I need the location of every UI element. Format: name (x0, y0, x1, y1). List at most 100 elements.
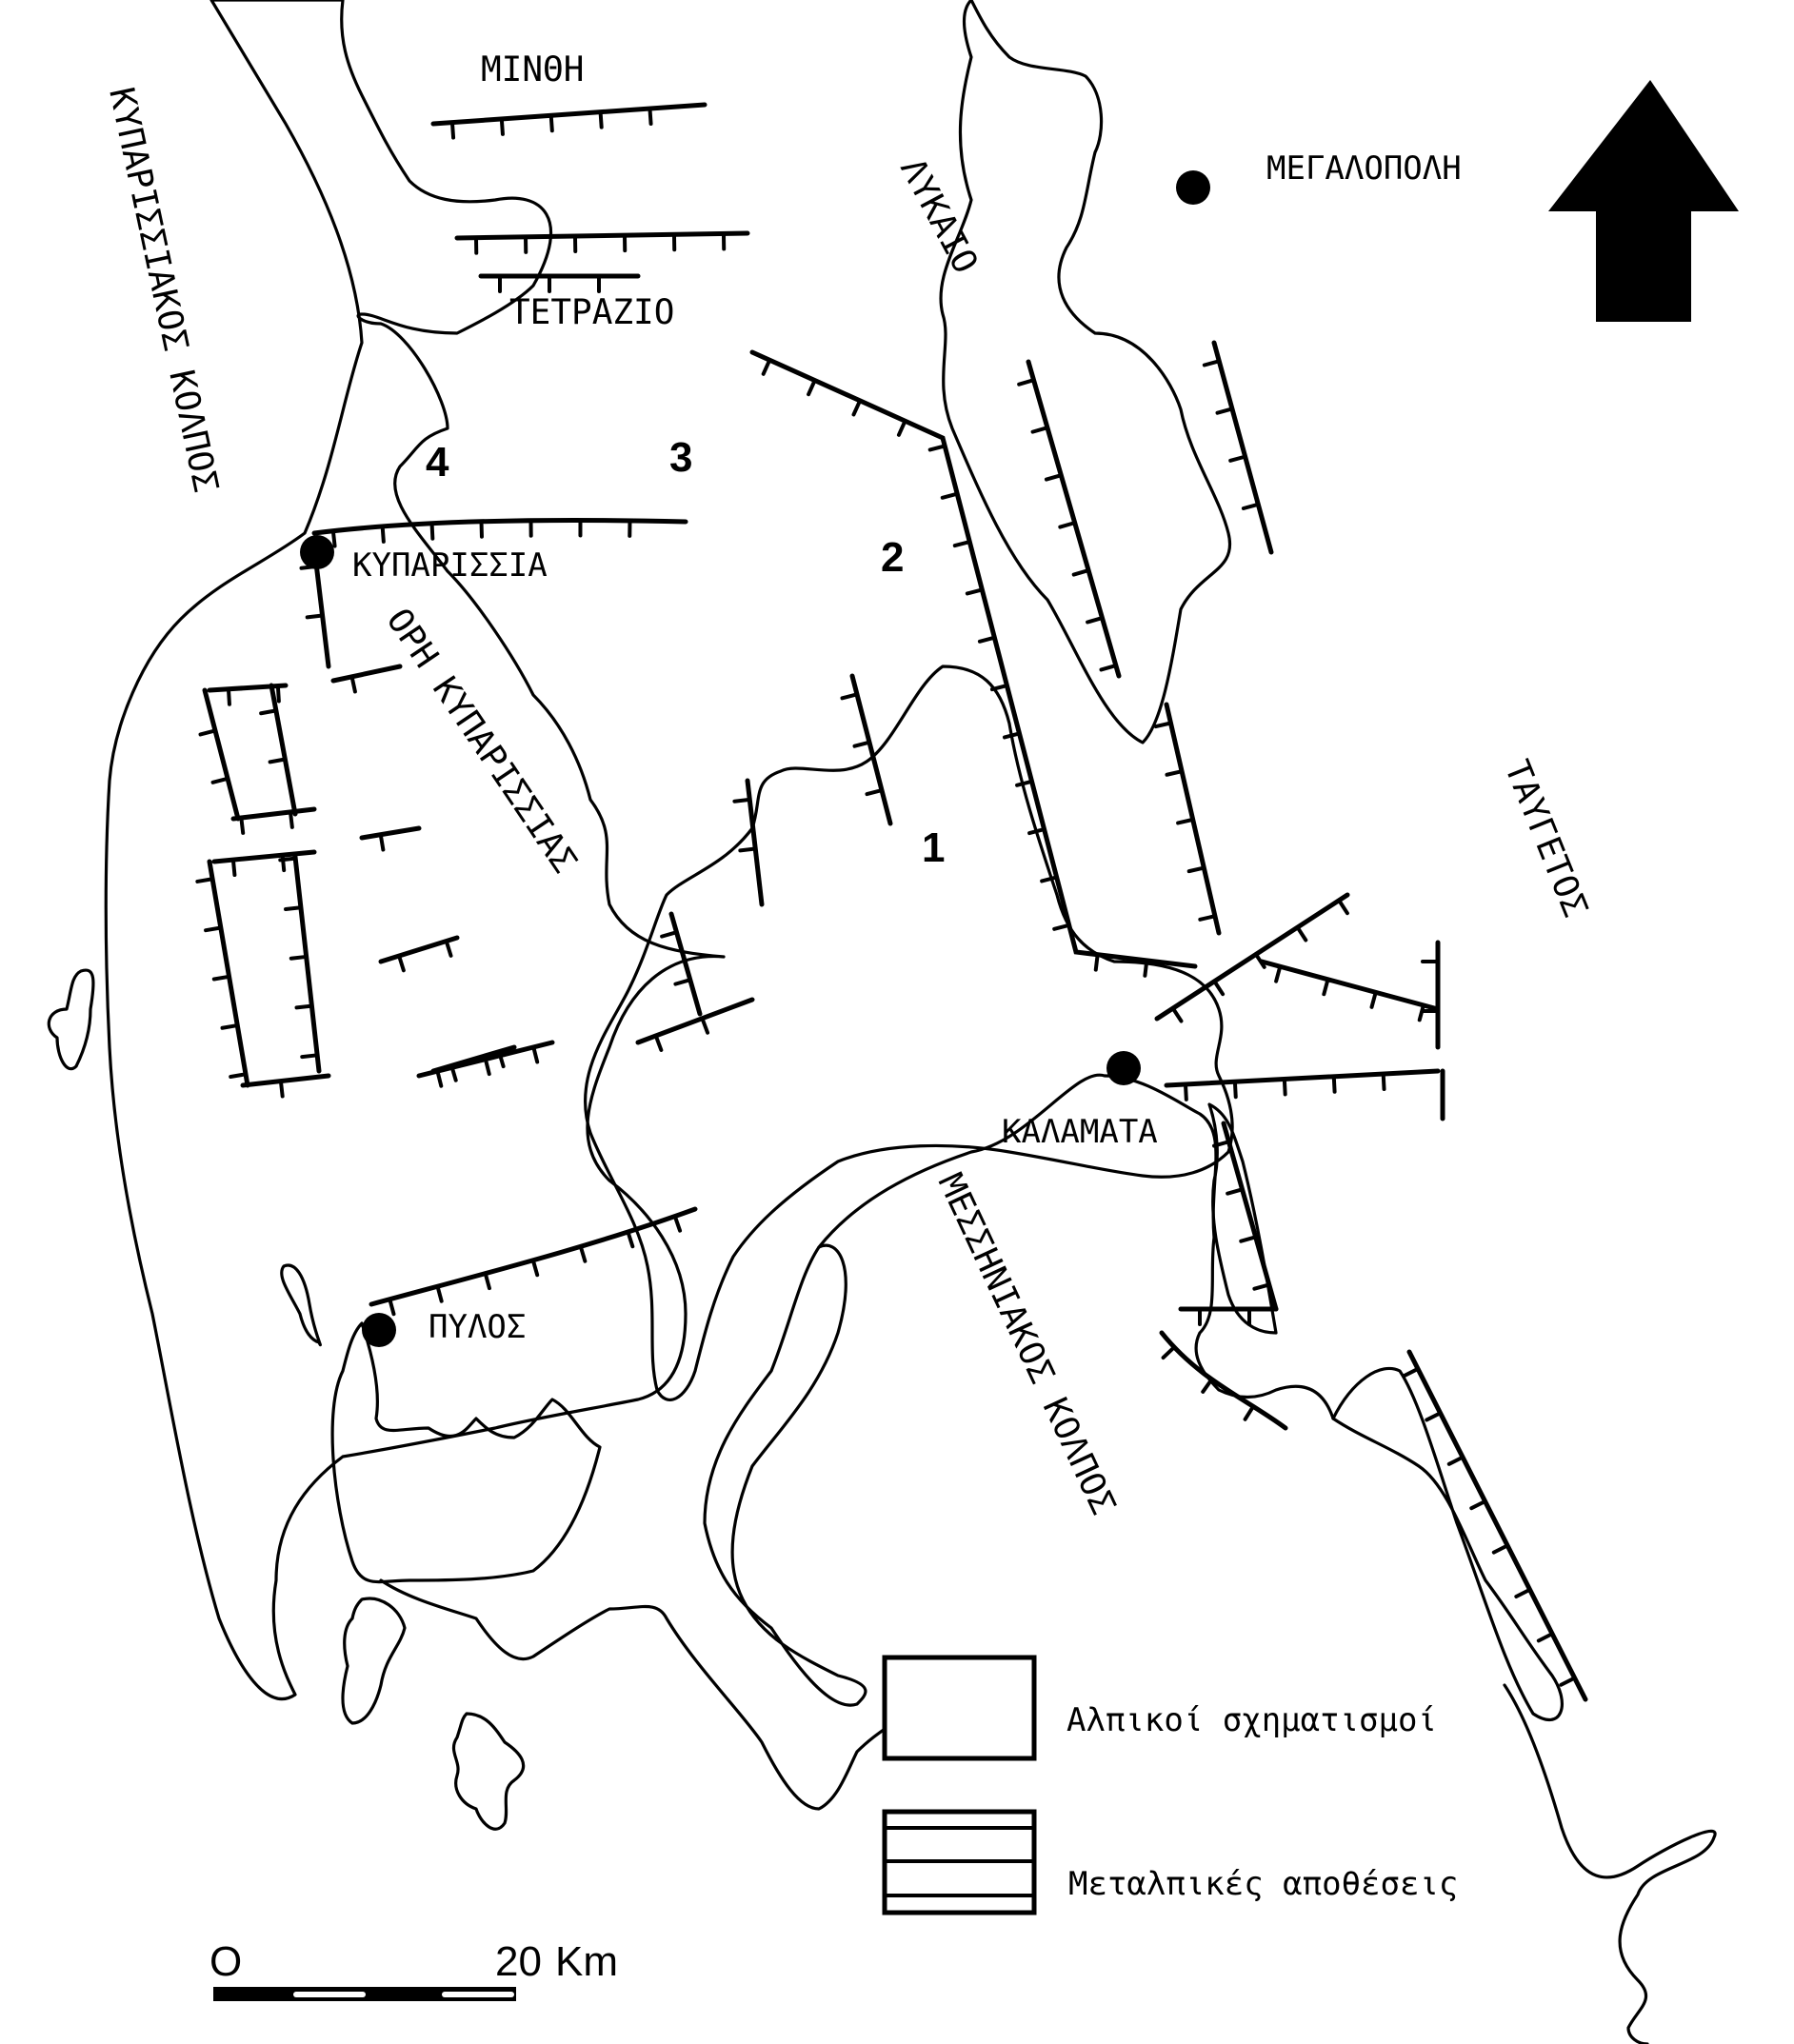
post-alpine-deposits (104, 0, 1564, 1721)
fault-tick (1282, 1077, 1287, 1097)
fault-tick (1252, 1282, 1271, 1291)
label-tetrazio: ΤΕΤΡΑΖΙΟ (509, 293, 674, 332)
fault-tick (1446, 1455, 1465, 1466)
faults (195, 102, 1588, 1702)
fault-w-3 (378, 935, 460, 964)
fault-tick (653, 1033, 664, 1052)
label-kyparissiakos-kolpos: ΚΥΠΑΡΙΣΣΙΑΚΟΣ ΚΟΛΠΟΣ (101, 84, 225, 496)
fault-tick (1243, 1404, 1256, 1421)
southeast-messinia-deposit (703, 1243, 867, 1707)
label-taygetos: ΤΑΥΓΕΤΟΣ (1497, 755, 1595, 923)
fault-kyparissia (311, 517, 688, 536)
town-dot-kalamata (1106, 1051, 1141, 1085)
fault-tick (220, 1023, 240, 1030)
legend-label-post-alpine: Μεταλπικές αποθέσεις (1068, 1865, 1458, 1903)
fault-tick (1052, 923, 1071, 931)
fault-lykaio-1 (1026, 359, 1122, 679)
fault-tick (1176, 817, 1195, 825)
fault-tick (230, 858, 237, 878)
fault-tick (1071, 568, 1091, 577)
fault-tick (499, 116, 505, 136)
fault-kalamata-coast (1221, 1121, 1279, 1312)
fault-tick (851, 398, 863, 417)
fault-tick (211, 974, 231, 982)
fault-northeast (749, 349, 1198, 969)
fault-tick (1027, 827, 1046, 836)
fault-tick (1161, 1345, 1177, 1360)
label-pylos: ΠΥΛΟΣ (429, 1308, 526, 1346)
fault-tick (1201, 1377, 1214, 1394)
fault-tick (268, 757, 288, 764)
fault-tick (380, 524, 386, 544)
fault-tick (965, 587, 985, 596)
fault-tick (1322, 977, 1330, 997)
basin-number-2: 2 (881, 534, 904, 581)
fault-tick (1425, 1411, 1443, 1422)
fault-tick (1369, 990, 1378, 1009)
messiniakos-gulf-coast (817, 1073, 1335, 1420)
island-sapientza (341, 1597, 407, 1725)
fault-tick (195, 877, 215, 883)
fault-tick (288, 809, 294, 829)
fault-tick (1143, 958, 1149, 978)
scale-bar-start: O (209, 1938, 242, 1985)
mani-coast (1503, 1683, 1717, 2044)
basin-numbers: 1 2 3 4 (426, 434, 945, 871)
fault-tick (1040, 875, 1059, 883)
southern-peninsula-coast (379, 1578, 907, 1811)
fault-tick (388, 1297, 396, 1317)
fault-tick (1015, 779, 1034, 787)
legend-label-alpine: Αλπικοί σχηματισμοί (1066, 1701, 1437, 1739)
fault-tick (1232, 1080, 1238, 1100)
fault-tick (626, 1230, 635, 1249)
fault-tick (940, 491, 960, 500)
fault-tick (865, 788, 884, 797)
basin-number-4: 4 (426, 439, 449, 486)
fault-tick (1536, 1632, 1555, 1643)
fault-tick (1491, 1543, 1510, 1555)
fault-tick (700, 1016, 710, 1035)
western-coastal-deposit (104, 0, 726, 1701)
graben-south (207, 849, 331, 1088)
fault-tick (648, 107, 653, 126)
kalamata-east-deposit (1207, 1102, 1278, 1335)
label-messiniakos-kolpos: ΜΕΣΣΗΝΙΑΚΟΣ ΚΟΛΠΟΣ (930, 1167, 1123, 1520)
fault-tick (1295, 925, 1308, 943)
fault-tick (444, 939, 453, 958)
fault-tick (1215, 407, 1234, 415)
fault-tick (952, 540, 972, 548)
fault-tick (578, 1244, 588, 1263)
fault-tick (807, 378, 817, 397)
fault-tick (280, 853, 287, 873)
fault-tick (239, 816, 246, 835)
fault-tick (300, 1053, 320, 1060)
fault-tick (1331, 1074, 1337, 1094)
fault-tick (1093, 952, 1100, 972)
fault-tick (1402, 1366, 1421, 1379)
fault-tick (1226, 1187, 1245, 1196)
fault-tick (598, 109, 604, 129)
fault-tick (284, 905, 303, 912)
fault-tick (761, 358, 772, 376)
fault-tick (1017, 378, 1036, 387)
fault-tick (483, 1271, 491, 1291)
fault-tick (275, 684, 281, 704)
fault-tick (660, 930, 679, 939)
fault-tick (1239, 1235, 1258, 1243)
fault-tick (1381, 1072, 1386, 1091)
fault-tick (1469, 1498, 1487, 1511)
fault-tick (1212, 979, 1226, 997)
fault-inner-1 (849, 673, 893, 826)
legend: Αλπικοί σχηματισμοί Μεταλπικές αποθέσεις (882, 1655, 1458, 1915)
fault-kalamata-south (1164, 1068, 1441, 1088)
fault-tick (1058, 521, 1077, 529)
fault-tick (378, 832, 386, 852)
fault-megalopoli (1211, 340, 1274, 555)
label-kalamata: ΚΑΛΑΜΑΤΑ (1002, 1113, 1158, 1151)
fault-tick (330, 528, 337, 548)
fault-mani-arc (1159, 1330, 1288, 1431)
scale-bar-gap-2 (442, 1992, 514, 1997)
fault-tick (1170, 1006, 1184, 1023)
fault-tick (1514, 1587, 1532, 1598)
